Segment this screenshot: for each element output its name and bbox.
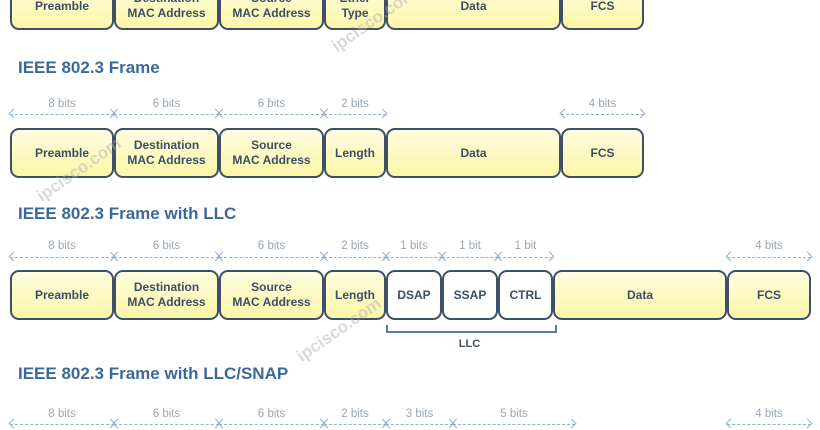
bit-size-label: 5 bits: [500, 408, 528, 420]
frame-field-8: FCS: [727, 270, 811, 320]
size-arrow: [324, 114, 386, 115]
llc-bracket: [386, 325, 557, 333]
bit-size-label: 8 bits: [48, 98, 76, 110]
frame-field-2: Source MAC Address: [219, 270, 324, 320]
bit-size-label: 1 bit: [459, 240, 481, 252]
bit-size-label: 6 bits: [152, 98, 181, 110]
size-arrow: [498, 257, 553, 258]
bit-size-label: 8 bits: [48, 240, 76, 252]
frame-field-1: Destination MAC Address: [114, 270, 219, 320]
frame-field-4: Data: [386, 128, 561, 178]
bit-size-label: 4 bits: [755, 240, 783, 252]
frame-field-3: Ether Type: [324, 0, 386, 30]
size-arrow: [727, 257, 811, 258]
size-arrow: [453, 424, 575, 425]
frame-field-1: Destination MAC Address: [114, 128, 219, 178]
size-arrow: [561, 114, 644, 115]
frame-field-0: Preamble: [10, 0, 114, 30]
bit-size-label: 3 bits: [405, 408, 434, 420]
size-arrow: [219, 424, 324, 425]
frame-field-5: SSAP: [442, 270, 498, 320]
bit-size-label: 6 bits: [257, 98, 286, 110]
bit-size-label: 1 bit: [514, 240, 537, 252]
bit-size-label: 6 bits: [152, 240, 181, 252]
frame-field-0: Preamble: [10, 270, 114, 320]
size-arrow: [114, 424, 219, 425]
frame-field-3: Length: [324, 270, 386, 320]
bit-size-label: 6 bits: [257, 240, 286, 252]
frame-field-2: Source MAC Address: [219, 128, 324, 178]
size-arrow: [442, 257, 498, 258]
size-arrow: [386, 257, 442, 258]
frame-field-3: Length: [324, 128, 386, 178]
size-arrow: [114, 114, 219, 115]
frame-field-4: DSAP: [386, 270, 442, 320]
size-arrow: [10, 114, 114, 115]
frame-field-6: CTRL: [498, 270, 553, 320]
size-arrow: [324, 257, 386, 258]
bit-size-label: 1 bits: [400, 240, 428, 252]
bit-size-label: 4 bits: [755, 408, 783, 420]
frame-field-1: Destination MAC Address: [114, 0, 219, 30]
bit-size-label: 2 bits: [341, 408, 369, 420]
size-arrow: [114, 257, 219, 258]
size-arrow: [10, 257, 114, 258]
bit-size-label: 2 bits: [341, 240, 369, 252]
frame-field-4: Data: [386, 0, 561, 30]
frame-field-5: FCS: [561, 0, 644, 30]
bit-size-label: 6 bits: [152, 408, 181, 420]
llc-label: LLC: [458, 338, 481, 350]
size-arrow: [727, 424, 811, 425]
bit-size-label: 2 bits: [341, 98, 369, 110]
frame-field-7: Data: [553, 270, 727, 320]
section-title: IEEE 802.3 Frame with LLC/SNAP: [18, 364, 289, 383]
size-arrow: [324, 424, 386, 425]
section-title: IEEE 802.3 Frame: [18, 58, 160, 77]
bit-size-label: 6 bits: [257, 408, 286, 420]
size-arrow: [386, 424, 453, 425]
size-arrow: [10, 424, 114, 425]
frame-field-5: FCS: [561, 128, 644, 178]
frame-field-0: Preamble: [10, 128, 114, 178]
bit-size-label: 8 bits: [48, 408, 76, 420]
size-arrow: [219, 114, 324, 115]
size-arrow: [219, 257, 324, 258]
section-title: IEEE 802.3 Frame with LLC: [18, 204, 237, 223]
frame-field-2: Source MAC Address: [219, 0, 324, 30]
bit-size-label: 4 bits: [588, 98, 617, 110]
